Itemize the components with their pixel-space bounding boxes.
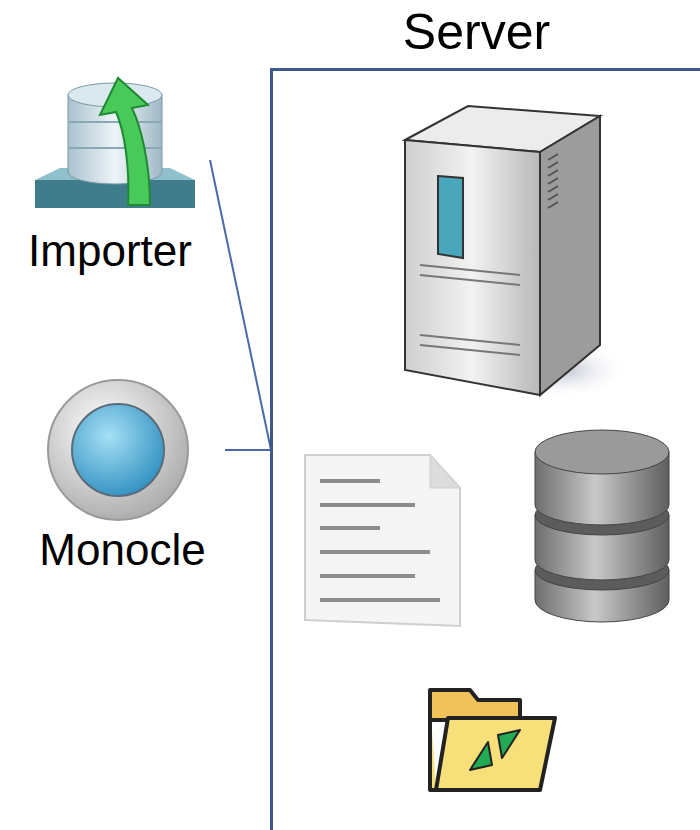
document-icon xyxy=(305,455,460,626)
region-heading: Server xyxy=(253,7,700,57)
importer-icon xyxy=(35,78,195,208)
server-front-lines xyxy=(420,265,520,355)
server-side xyxy=(540,116,600,395)
document-lines xyxy=(320,481,440,600)
server-region: Server xyxy=(270,68,700,830)
server-vents xyxy=(548,154,558,208)
folder-icon xyxy=(430,690,555,790)
importer-node: Importer xyxy=(10,75,210,280)
monocle-node: Monocle xyxy=(20,378,225,578)
server-window xyxy=(438,176,463,258)
connector-line xyxy=(225,450,271,451)
component-label: Importer xyxy=(10,229,210,273)
monocle-icon xyxy=(48,380,188,520)
component-label: Monocle xyxy=(20,528,225,572)
document-fold xyxy=(430,455,460,488)
connector-line xyxy=(210,160,271,450)
server-front xyxy=(405,140,540,395)
database-icon xyxy=(535,430,669,622)
